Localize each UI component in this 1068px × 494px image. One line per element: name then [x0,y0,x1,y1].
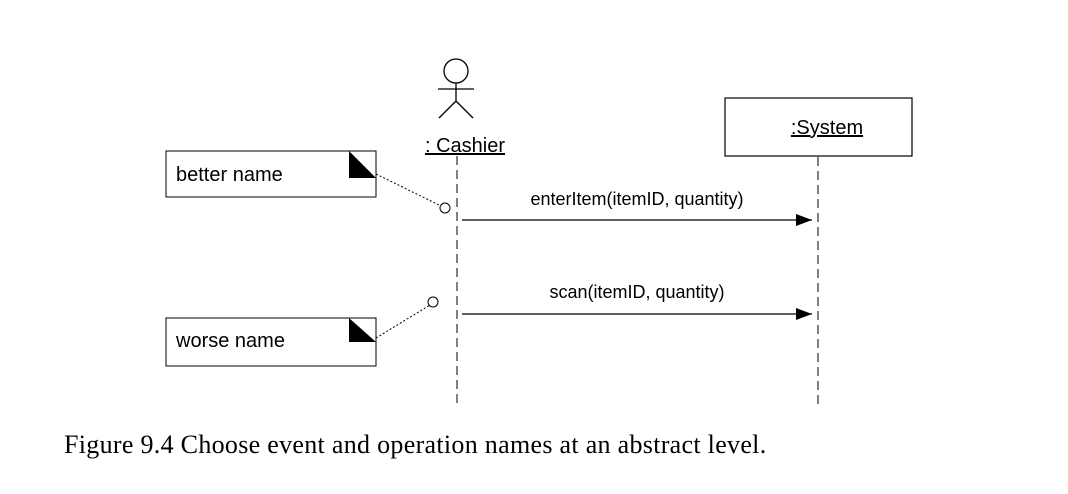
message-label: enterItem(itemID, quantity) [530,189,743,209]
message-label: scan(itemID, quantity) [549,282,724,302]
note-anchor-circle [427,296,439,308]
system-object-label: :System [791,117,863,139]
note-anchor-line [375,173,442,207]
note-label: worse name [175,330,285,352]
system-object-box [724,97,913,157]
note-better-name: better name [165,150,377,198]
note-fold-icon [349,151,376,178]
note-worse-name: worse name [165,317,377,367]
note-anchor-circle [439,202,451,214]
note-anchor-line [375,304,431,339]
note-fold-icon [349,318,376,342]
note-label: better name [176,164,283,186]
cashier-actor-icon [438,58,474,119]
actor-label: : Cashier [425,135,505,157]
figure-caption: Figure 9.4 Choose event and operation na… [64,430,767,459]
